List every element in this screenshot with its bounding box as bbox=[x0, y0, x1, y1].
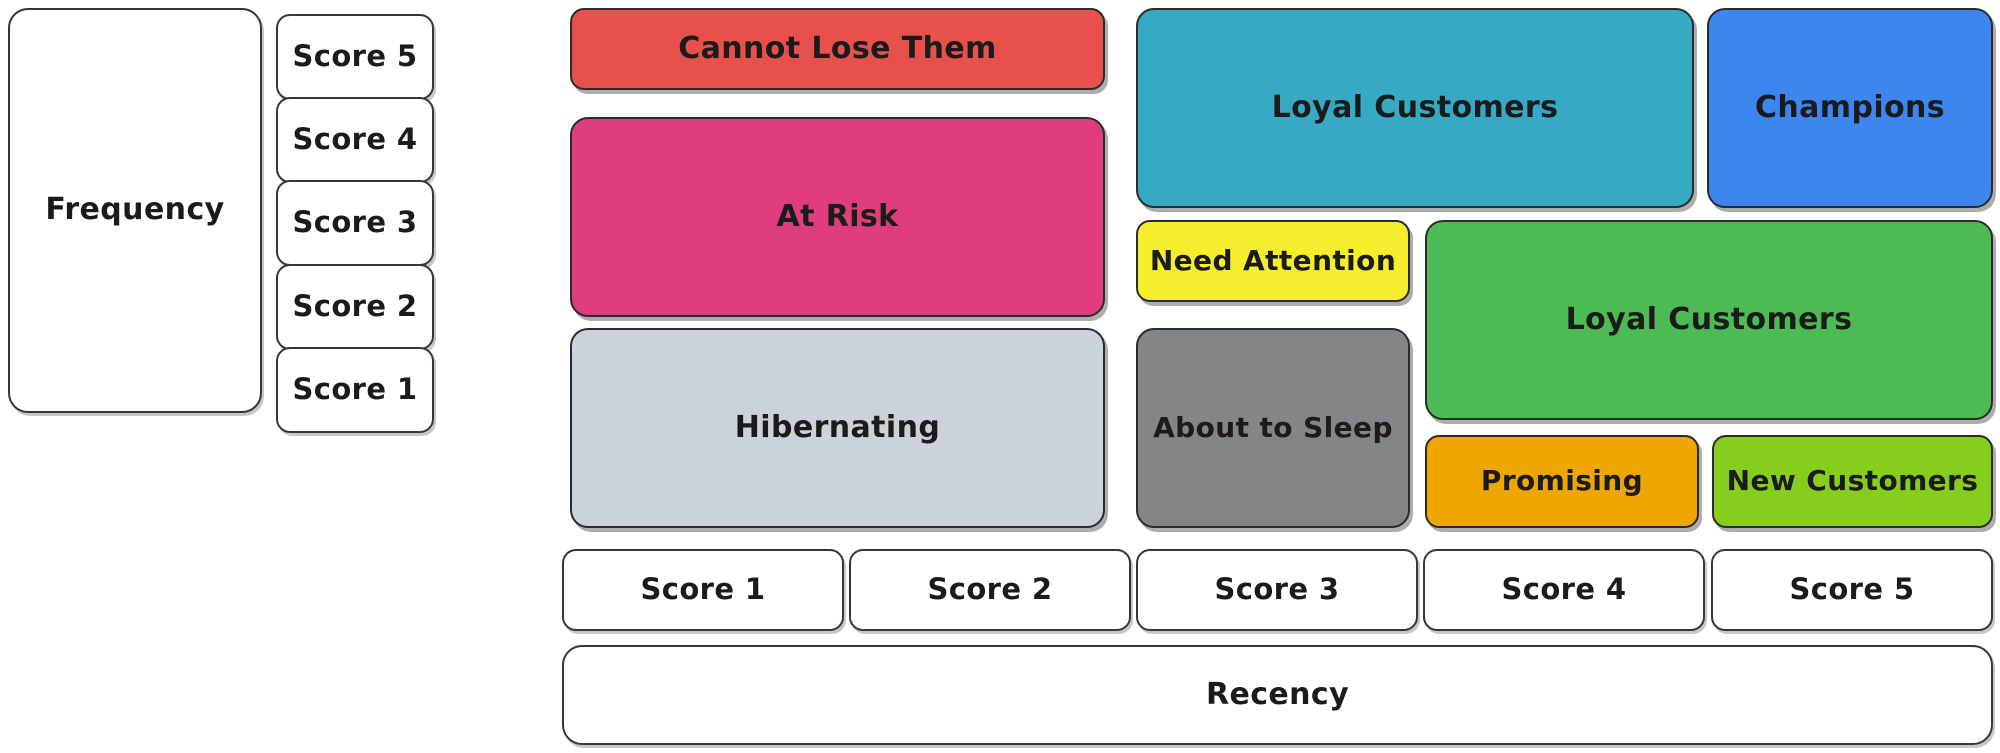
segment-cannot-lose-them[interactable]: Cannot Lose Them bbox=[570, 8, 1105, 90]
x-axis-label-recency: Recency bbox=[562, 645, 1993, 745]
recency-tick-score-5: Score 5 bbox=[1711, 549, 1993, 631]
recency-tick-score-2: Score 2 bbox=[849, 549, 1131, 631]
segment-about-to-sleep[interactable]: About to Sleep bbox=[1136, 328, 1410, 528]
segment-loyal-customers-green[interactable]: Loyal Customers bbox=[1425, 220, 1993, 420]
segment-hibernating[interactable]: Hibernating bbox=[570, 328, 1105, 528]
segment-loyal-customers-teal[interactable]: Loyal Customers bbox=[1136, 8, 1694, 208]
frequency-tick-score-4: Score 4 bbox=[276, 97, 434, 183]
segment-new-customers[interactable]: New Customers bbox=[1712, 435, 1993, 528]
recency-tick-score-4: Score 4 bbox=[1423, 549, 1705, 631]
recency-tick-score-3: Score 3 bbox=[1136, 549, 1418, 631]
frequency-tick-score-1: Score 1 bbox=[276, 347, 434, 433]
segment-promising[interactable]: Promising bbox=[1425, 435, 1699, 528]
segment-need-attention[interactable]: Need Attention bbox=[1136, 220, 1410, 302]
y-axis-label-frequency: Frequency bbox=[8, 8, 262, 413]
frequency-tick-score-2: Score 2 bbox=[276, 264, 434, 350]
frequency-tick-score-5: Score 5 bbox=[276, 14, 434, 100]
segment-at-risk[interactable]: At Risk bbox=[570, 117, 1105, 317]
segment-champions[interactable]: Champions bbox=[1707, 8, 1993, 208]
frequency-tick-score-3: Score 3 bbox=[276, 180, 434, 266]
recency-tick-score-1: Score 1 bbox=[562, 549, 844, 631]
